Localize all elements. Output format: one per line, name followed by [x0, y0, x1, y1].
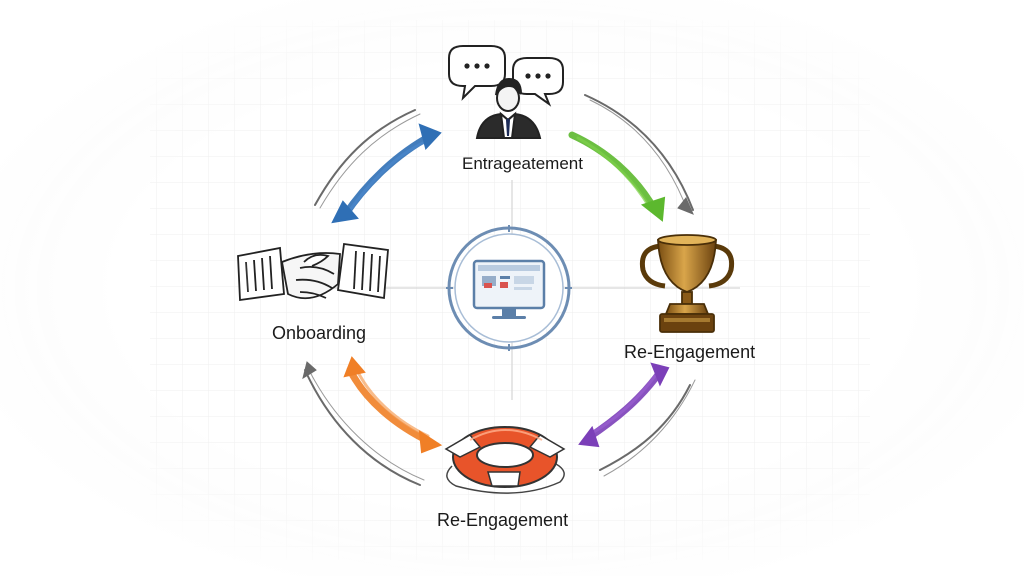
- arc-left-top: [314, 109, 416, 206]
- trophy-icon: [639, 234, 735, 333]
- stage-label-bottom: Re-Engagement: [437, 510, 569, 530]
- outer-grey-arcs: [302, 94, 696, 486]
- arrow-orange: [343, 356, 443, 454]
- arrow-green: [568, 131, 666, 222]
- arc-right-bottom: [599, 384, 691, 471]
- stage-label-right: Re-Engagement: [624, 342, 756, 362]
- businessman-speech-bubbles-icon: [448, 45, 564, 139]
- arrow-blue: [331, 123, 442, 224]
- computer-monitor-icon: [446, 225, 572, 351]
- arrow-purple: [578, 362, 670, 448]
- stage-label-left: Onboarding: [272, 323, 367, 343]
- arc-top-right: [584, 94, 694, 211]
- lifebuoy-icon: [444, 426, 566, 494]
- arc-bottom-left: [304, 369, 421, 486]
- handshake-icon: [237, 242, 389, 302]
- stage-label-top: Entrageatement: [462, 154, 583, 173]
